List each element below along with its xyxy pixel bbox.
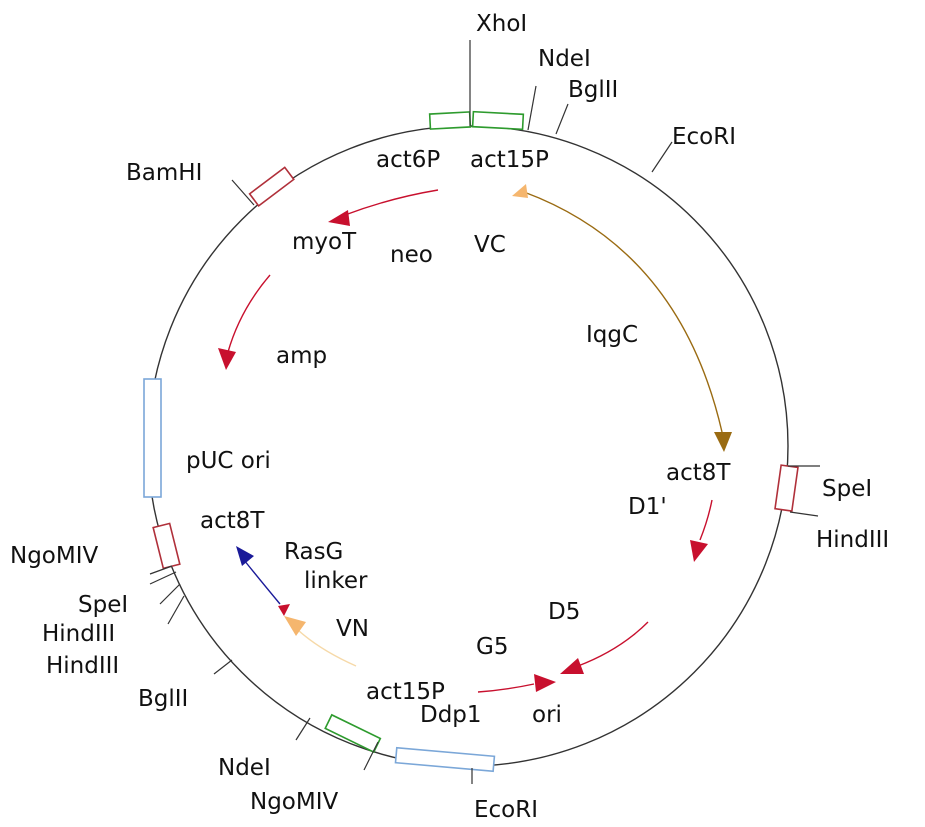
ngoMIV-left-label: NgoMIV	[10, 543, 99, 569]
hindIII-right-label: HindIII	[816, 527, 889, 553]
linker-marker	[278, 604, 290, 616]
act15P-promoter-box	[471, 110, 525, 131]
ori-label: ori	[532, 702, 562, 728]
speI-left-label: SpeI	[78, 592, 128, 618]
neo-amp-arrow	[227, 274, 271, 353]
ndeI-top-label: NdeI	[538, 46, 591, 72]
D1-prime-arrow	[699, 499, 713, 541]
myoT-label: myoT	[292, 229, 357, 255]
D5-label: D5	[548, 599, 580, 625]
D1-prime-label: D1'	[628, 494, 667, 520]
act15P-top-label: act15P	[470, 147, 549, 173]
ecoRI-bottom-label: EcoRI	[474, 797, 538, 823]
IqgC-label: IqgC	[586, 322, 638, 348]
VN-label: VN	[336, 616, 369, 642]
VN-arrow	[297, 629, 357, 667]
bglII-bottom-label: BglII	[138, 686, 188, 712]
RasG-arrowhead	[236, 546, 254, 566]
myoT-arrowhead	[328, 210, 350, 226]
D5-arrow	[577, 621, 649, 667]
Ddp1-label: Ddp1	[420, 702, 482, 728]
RasG-arrow	[243, 559, 281, 605]
D5-arrowhead	[560, 658, 584, 674]
plasmid-backbone	[147, 125, 789, 767]
linker-label: linker	[304, 568, 368, 594]
ndeI-bottom-label: NdeI	[218, 755, 271, 781]
amp-arrowhead	[218, 348, 236, 370]
ecoRI-top-label: EcoRI	[672, 124, 736, 150]
act6P-to-myoT-arrow	[344, 189, 439, 216]
pUC-ori-box	[143, 378, 162, 498]
pUC-ori-label: pUC ori	[186, 448, 271, 474]
act6P-promoter-box	[428, 111, 472, 130]
bglII-top-label: BglII	[568, 77, 618, 103]
ori-bottom-box	[394, 746, 496, 773]
D1-prime-arrowhead	[690, 540, 708, 562]
act8T-left-label: act8T	[200, 508, 265, 534]
speI-hindIII-site-box	[774, 464, 799, 512]
Ddp1-arrow	[477, 683, 535, 693]
amp-label: amp	[276, 343, 327, 369]
act15P-bottom-promoter-box	[324, 713, 382, 754]
ngoMIV-site-box	[152, 522, 181, 570]
bamHI-label: BamHI	[126, 160, 202, 186]
act8T-right-label: act8T	[666, 460, 731, 486]
speI-right-label: SpeI	[822, 476, 872, 502]
hindIII-left-label-2: HindIII	[46, 653, 119, 679]
xhoI-top-label: XhoI	[476, 11, 527, 37]
act15P-start-arrowhead	[512, 184, 528, 198]
act6P-label: act6P	[376, 147, 440, 173]
Ddp1-arrowhead	[534, 674, 556, 692]
act15P-bottom-label: act15P	[366, 679, 445, 705]
site-tick-lines	[149, 40, 820, 784]
bamHI-site-box	[248, 166, 295, 207]
RasG-label: RasG	[284, 539, 343, 565]
IqgC-arrowhead	[714, 432, 732, 452]
VC-label: VC	[474, 232, 506, 258]
hindIII-left-label-1: HindIII	[42, 621, 115, 647]
neo-label: neo	[390, 242, 433, 268]
act15P-to-IqgC-arrow	[523, 191, 723, 433]
G5-label: G5	[476, 634, 508, 660]
VN-arrowhead	[284, 616, 306, 636]
ngoMIV-bottom-label: NgoMIV	[250, 789, 339, 815]
